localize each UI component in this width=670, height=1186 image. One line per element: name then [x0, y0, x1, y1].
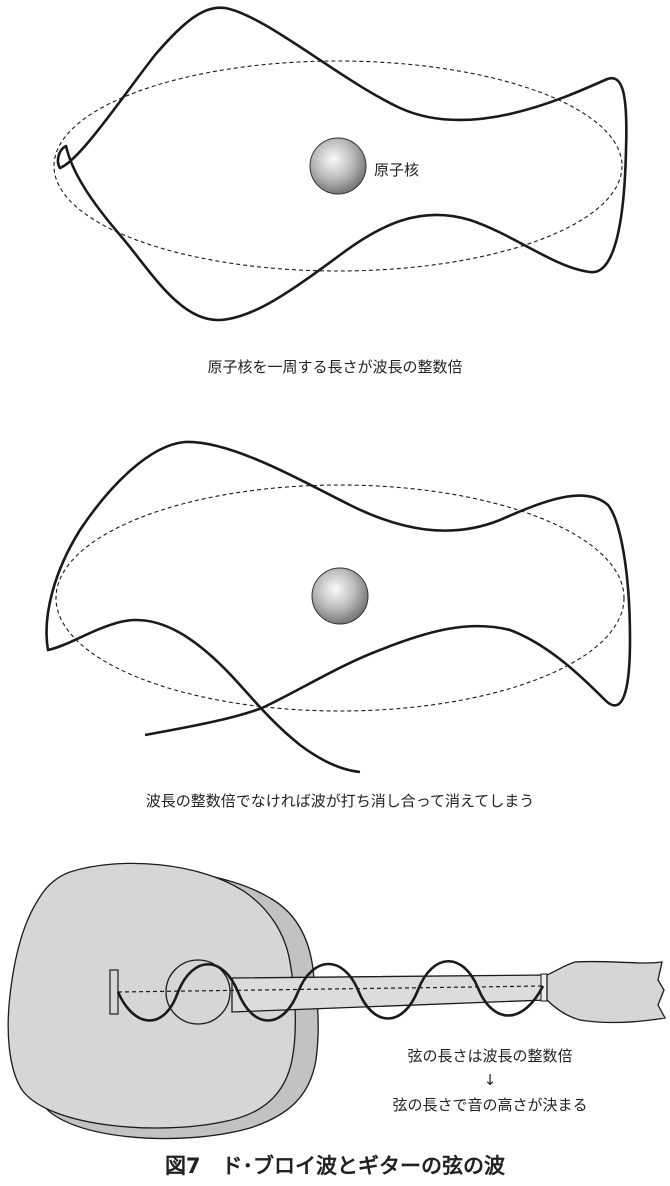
guitar-string: [117, 985, 544, 993]
electron-wave: [45, 440, 632, 774]
electron-wave: [56, 6, 628, 322]
panel-guitar: 弦の長さは波長の整数倍 ↓ 弦の長さで音の高さが決まる: [7, 862, 667, 1140]
caption-standing-wave: 原子核を一周する長さが波長の整数倍: [207, 358, 462, 376]
nucleus-icon: [311, 567, 369, 625]
orbit-ellipse: [55, 484, 625, 712]
orbit-ellipse: [53, 60, 623, 272]
panel-standing-wave: 原子核 原子核を一周する長さが波長の整数倍: [53, 6, 628, 376]
caption-cancelling-wave: 波長の整数倍でなければ波が打ち消し合って消えてしまう: [146, 792, 535, 810]
nucleus-icon: [309, 137, 367, 195]
guitar-note-line1: 弦の長さは波長の整数倍: [407, 1047, 572, 1065]
guitar-note-line2: 弦の長さで音の高さが決まる: [392, 1096, 587, 1114]
guitar-icon: [7, 862, 667, 1140]
figure-title: 図7 ド･ブロイ波とギターの弦の波: [165, 1154, 506, 1178]
nucleus-label: 原子核: [374, 161, 419, 179]
guitar-note-arrow: ↓: [484, 1071, 497, 1089]
panel-cancelling-wave: 波長の整数倍でなければ波が打ち消し合って消えてしまう: [45, 440, 632, 810]
string-standing-wave: [116, 960, 545, 1022]
